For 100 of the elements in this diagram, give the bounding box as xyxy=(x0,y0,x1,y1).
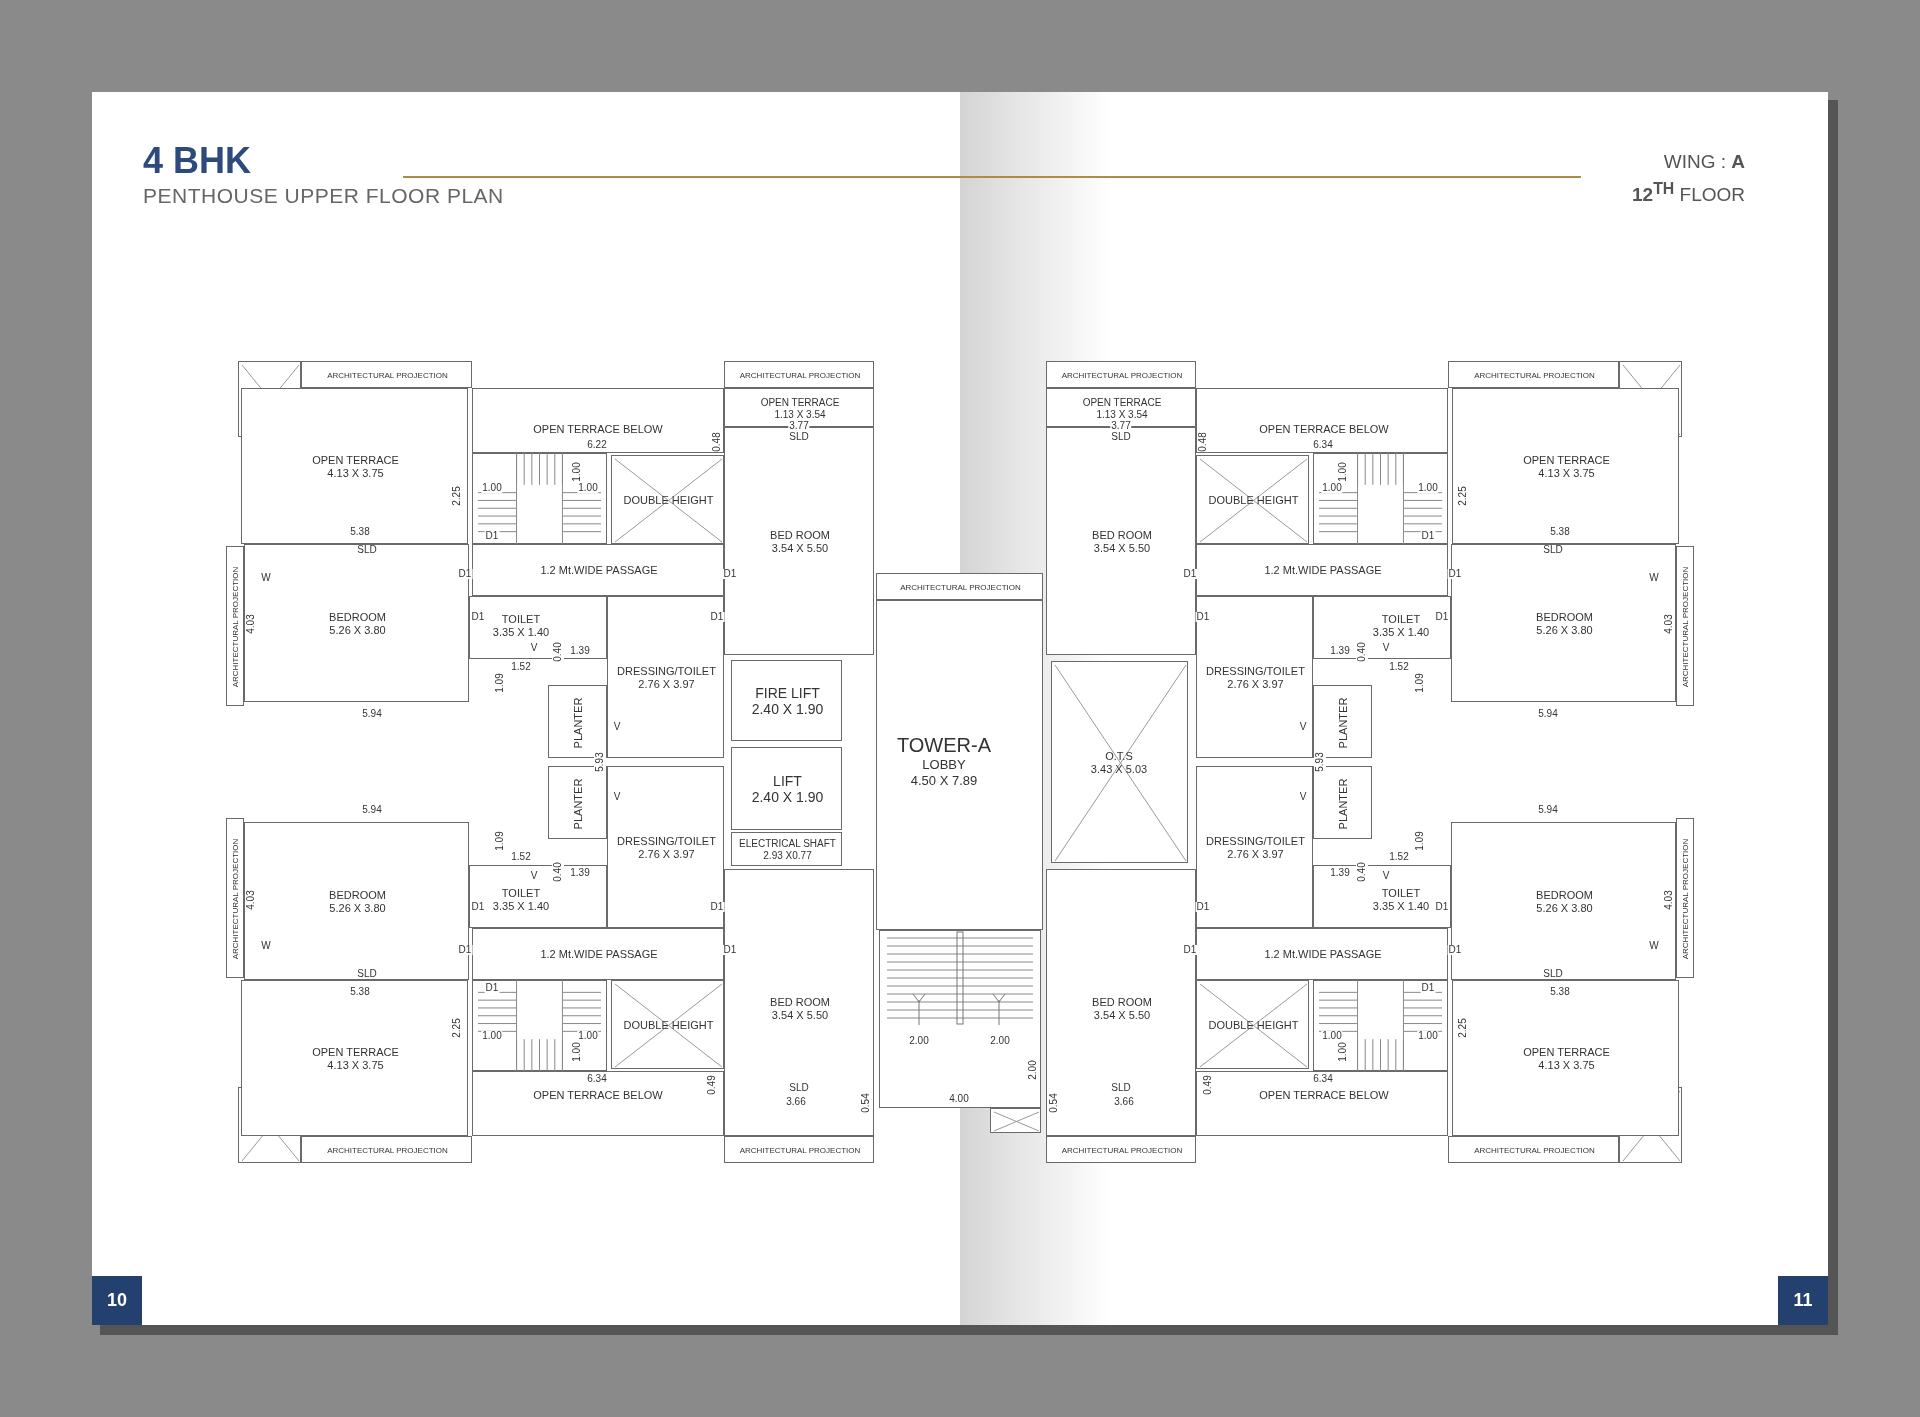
page-number: 11 xyxy=(1778,1276,1828,1325)
room-name: BEDROOM xyxy=(1536,610,1593,624)
room xyxy=(244,822,469,980)
door-tag: D1 xyxy=(470,612,486,622)
room-name: ARCHITECTURAL PROJECTION xyxy=(900,582,1021,593)
ventilator-tag: V xyxy=(529,871,539,881)
door-tag: D1 xyxy=(709,612,725,622)
dimension-text: 0.49 xyxy=(706,1075,718,1095)
dimension-text: 1.52 xyxy=(510,662,532,672)
dimension-text: 1.00 xyxy=(571,1042,583,1062)
dimension-text: 4.03 xyxy=(1663,890,1675,910)
room-name: ARCHITECTURAL PROJECTION xyxy=(1061,370,1183,381)
room-name: OPEN TERRACE BELOW xyxy=(1259,1089,1389,1103)
dimension-text: 3.66 xyxy=(785,1097,807,1107)
double-height-void xyxy=(611,455,724,544)
room-dimensions: 5.26 X 3.80 xyxy=(329,902,386,916)
room-dimensions: 2.76 X 3.97 xyxy=(1226,848,1285,862)
dimension-text: 1.00 xyxy=(1417,1031,1439,1041)
ventilator-tag: V xyxy=(612,792,622,802)
dimension-text: 1.00 xyxy=(1417,483,1439,493)
dimension-text: 1.52 xyxy=(510,852,532,862)
room-dimensions: 3.54 X 5.50 xyxy=(770,1009,830,1023)
dimension-text: 2.00 xyxy=(908,1036,930,1046)
projection-strip xyxy=(876,573,1043,600)
room-dimensions: 3.54 X 5.50 xyxy=(770,542,830,556)
door-tag: D1 xyxy=(1182,945,1198,955)
dimension-text: 1.00 xyxy=(1337,1042,1349,1062)
terrace-area xyxy=(1196,388,1448,453)
dimension-text: 1.00 xyxy=(1337,462,1349,482)
room xyxy=(1451,822,1676,980)
dimension-text: 1.52 xyxy=(1388,662,1410,672)
door-tag: SLD xyxy=(1542,545,1564,555)
room-dimensions: 1.13 X 3.54 xyxy=(1095,408,1149,421)
door-tag: D1 xyxy=(722,945,738,955)
terrace-area xyxy=(1196,1071,1448,1136)
projection-strip xyxy=(724,1136,874,1163)
room-name: 1.2 Mt.WIDE PASSAGE xyxy=(540,564,658,578)
wing-label: WING : A xyxy=(1663,151,1745,173)
window-tag: W xyxy=(1648,573,1660,583)
title: 4 BHK xyxy=(143,140,252,182)
ventilator-tag: V xyxy=(1381,643,1391,653)
room-name: TOILET xyxy=(1380,886,1422,900)
room-name: DRESSING/TOILET xyxy=(1206,834,1305,848)
door-tag: D1 xyxy=(484,531,500,541)
room-dimensions: 4.50 X 7.89 xyxy=(909,773,979,789)
door-tag: SLD xyxy=(1110,1083,1132,1093)
dimension-text: 0.40 xyxy=(1356,642,1368,662)
room-name: DOUBLE HEIGHT xyxy=(623,493,714,508)
projection-strip xyxy=(301,361,472,388)
room-dimensions: 3.54 X 5.50 xyxy=(1092,542,1152,556)
dimension-text: 6.34 xyxy=(586,1074,608,1084)
dimension-text: 0.48 xyxy=(1197,432,1209,452)
projection-strip xyxy=(1046,361,1196,388)
room-name: BEDROOM xyxy=(329,888,386,902)
dimension-text: 6.34 xyxy=(1312,440,1334,450)
terrace-area xyxy=(472,1071,724,1136)
ventilator-tag: V xyxy=(1298,722,1308,732)
room-name: BED ROOM xyxy=(770,995,830,1009)
room-dimensions: 3.35 X 1.40 xyxy=(1372,626,1430,640)
dimension-text: 5.93 xyxy=(1314,752,1326,772)
room xyxy=(724,869,874,1136)
window-tag: W xyxy=(260,941,272,951)
double-height-void xyxy=(1196,980,1309,1069)
dimension-text: 1.39 xyxy=(569,646,591,656)
dimension-text: 1.52 xyxy=(1388,852,1410,862)
ventilator-tag: V xyxy=(1298,792,1308,802)
window-tag: W xyxy=(260,573,272,583)
room-dimensions: 1.13 X 3.54 xyxy=(773,408,827,421)
projection-strip xyxy=(1046,1136,1196,1163)
dimension-text: 5.38 xyxy=(349,527,371,537)
dimension-text: 1.00 xyxy=(577,1031,599,1041)
subtitle: PENTHOUSE UPPER FLOOR PLAN xyxy=(143,184,504,208)
room-name: ELECTRICAL SHAFT xyxy=(739,838,836,850)
dimension-text: 1.00 xyxy=(481,483,503,493)
room-dimensions: 2.76 X 3.97 xyxy=(637,678,696,692)
room-dimensions: 3.35 X 1.40 xyxy=(492,626,550,640)
dimension-text: 1.39 xyxy=(1329,868,1351,878)
room-name: TOWER-A xyxy=(896,733,992,758)
room xyxy=(1196,596,1313,758)
projection-strip xyxy=(301,1136,472,1163)
dimension-text: 1.09 xyxy=(494,673,506,693)
room-name: DRESSING/TOILET xyxy=(1206,664,1305,678)
room-name: DOUBLE HEIGHT xyxy=(1208,1018,1299,1033)
room xyxy=(607,596,724,758)
passage xyxy=(472,928,724,980)
dimension-text: 1.09 xyxy=(494,831,506,851)
passage xyxy=(1196,544,1448,596)
room-dimensions: 3.35 X 1.40 xyxy=(1372,900,1430,914)
door-tag: D1 xyxy=(457,945,473,955)
room-dimensions: 3.35 X 1.40 xyxy=(492,900,550,914)
room-name: ARCHITECTURAL PROJECTION xyxy=(1474,1145,1595,1156)
room-name: OPEN TERRACE BELOW xyxy=(533,423,663,437)
double-height-void xyxy=(611,980,724,1069)
projection-strip xyxy=(1676,818,1694,978)
lobby-area xyxy=(876,600,1043,930)
dimension-text: 1.00 xyxy=(481,1031,503,1041)
projection-strip xyxy=(1448,1136,1619,1163)
dimension-text: 1.00 xyxy=(577,483,599,493)
room-name: 1.2 Mt.WIDE PASSAGE xyxy=(1264,564,1382,578)
lift-shaft xyxy=(731,747,842,830)
